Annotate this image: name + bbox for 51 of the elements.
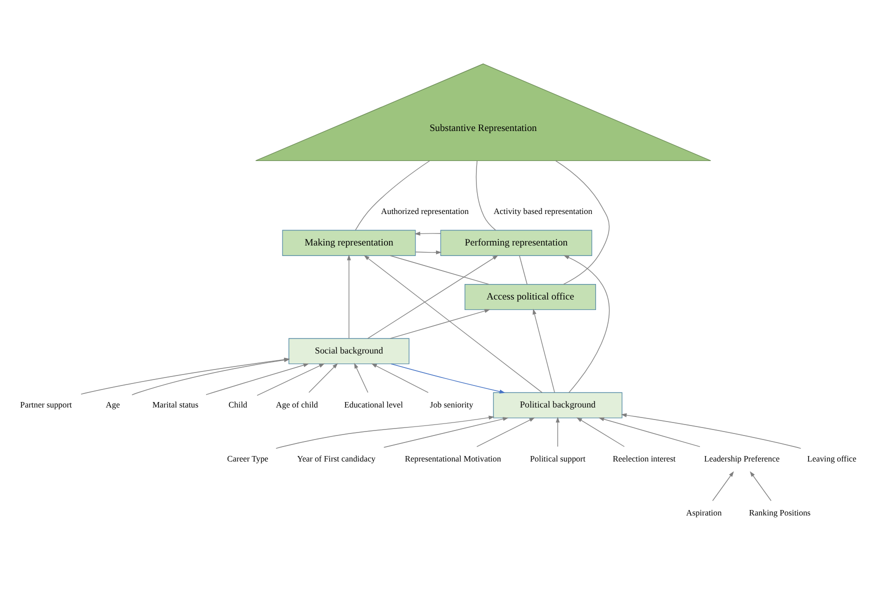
node-text: Age [106,398,120,409]
node-text: Age of child [276,398,318,409]
arrow [532,308,555,392]
node-text: Representational Motivation [404,453,502,464]
arrow [750,470,772,501]
node-text: Educational level [344,398,403,409]
arrow [308,362,338,392]
arrow [367,254,498,338]
node-text: Year of First candidacy [297,453,376,464]
connector [476,160,496,230]
node-box: Access political office [464,284,596,310]
arrow [276,415,494,448]
arrow [576,416,625,446]
node-text: Leadership Preference [704,453,780,464]
node-text: Leaving office [807,453,856,464]
arrow [384,416,509,448]
arrow [712,470,734,501]
node-box: Social background [288,338,410,364]
arrow [414,231,441,236]
arrow [476,416,535,447]
node-text: Career Type [227,453,268,464]
node-text: Political support [530,453,586,464]
node-text: Partner support [20,398,72,409]
node-text: Reelection interest [612,453,676,464]
arrow [598,416,700,447]
arrow [556,416,560,446]
edge-label: Authorized representation [381,205,469,216]
node-text: Aspiration [686,507,722,518]
node-box: Political background [493,392,622,418]
arrow [364,254,542,392]
arrow [390,308,490,338]
arrow [390,363,506,393]
edge-label: Activity based representation [494,205,592,216]
node-text: Child [228,398,248,409]
node-text: Marital status [152,398,198,409]
arrow [256,362,325,396]
arrow [621,412,802,448]
arrow [371,362,429,392]
arrow [415,250,442,254]
arrow [206,362,310,395]
node-box: Performing representation [440,229,592,256]
connector [519,254,528,284]
node-text: Job seniority [430,398,474,409]
node-box: Making representation [282,229,416,256]
connector [555,160,610,284]
connector [390,254,490,284]
arrow [354,362,368,392]
node-text: Ranking Positions [749,507,811,518]
arrow [347,254,351,338]
arrow [564,254,610,392]
connector [355,160,430,230]
